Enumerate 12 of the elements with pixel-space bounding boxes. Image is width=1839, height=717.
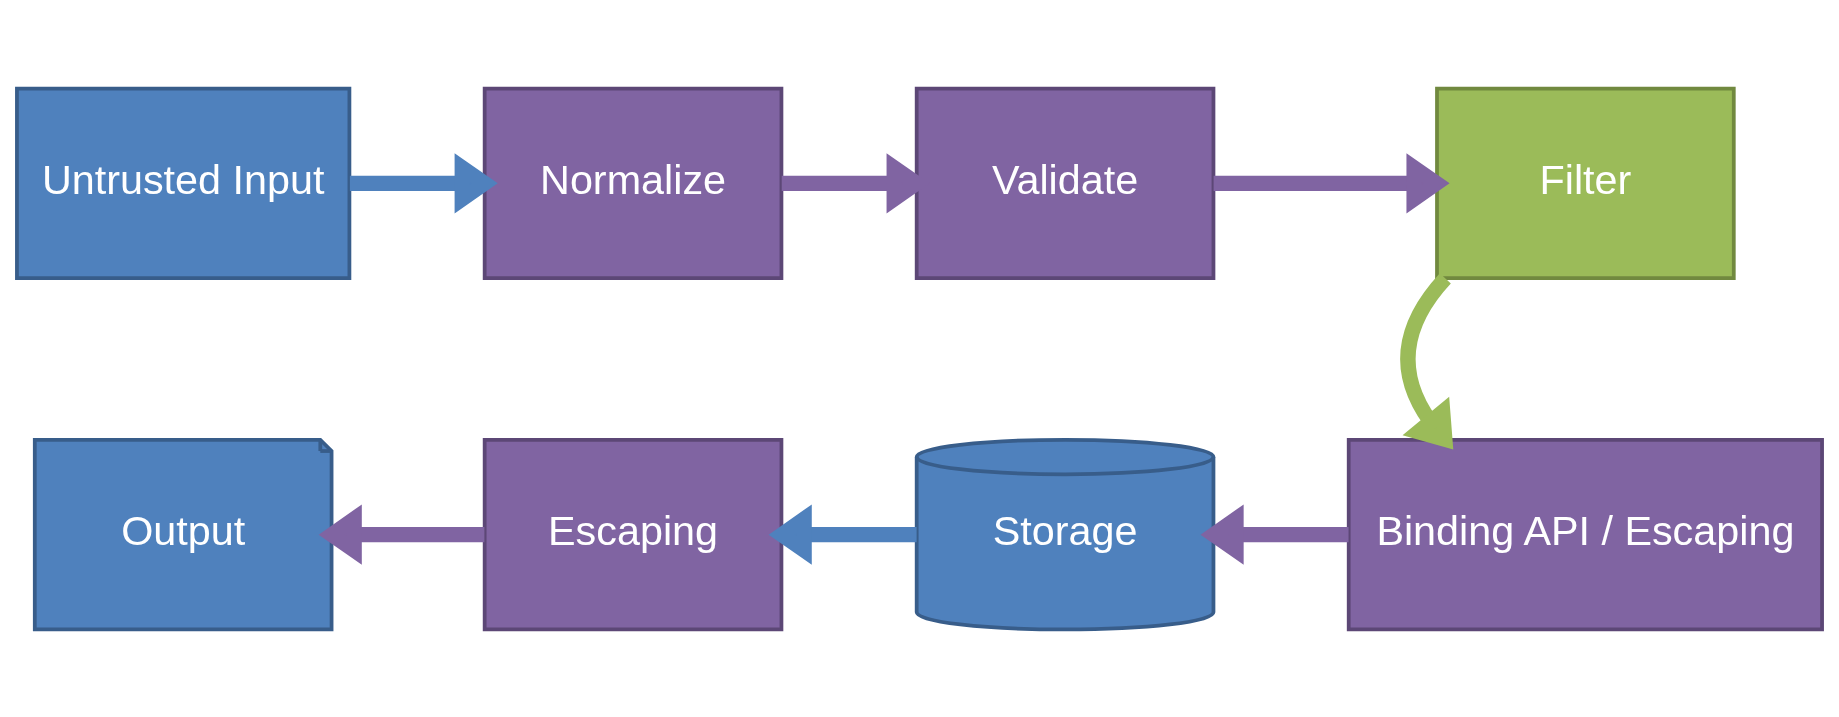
arrow: [768, 503, 917, 565]
node-box: Filter: [1435, 86, 1736, 280]
arrow: [1200, 503, 1349, 565]
node-box: Normalize: [482, 86, 784, 280]
node-box: Validate: [914, 86, 1216, 280]
arrow: [1213, 152, 1450, 214]
arrow: [349, 152, 498, 214]
arrow: [318, 503, 485, 565]
node-box: Binding API / Escaping: [1346, 437, 1824, 631]
node-box: Escaping: [482, 437, 784, 631]
arrow: [1400, 272, 1454, 449]
node-box: Untrusted Input: [15, 86, 352, 280]
